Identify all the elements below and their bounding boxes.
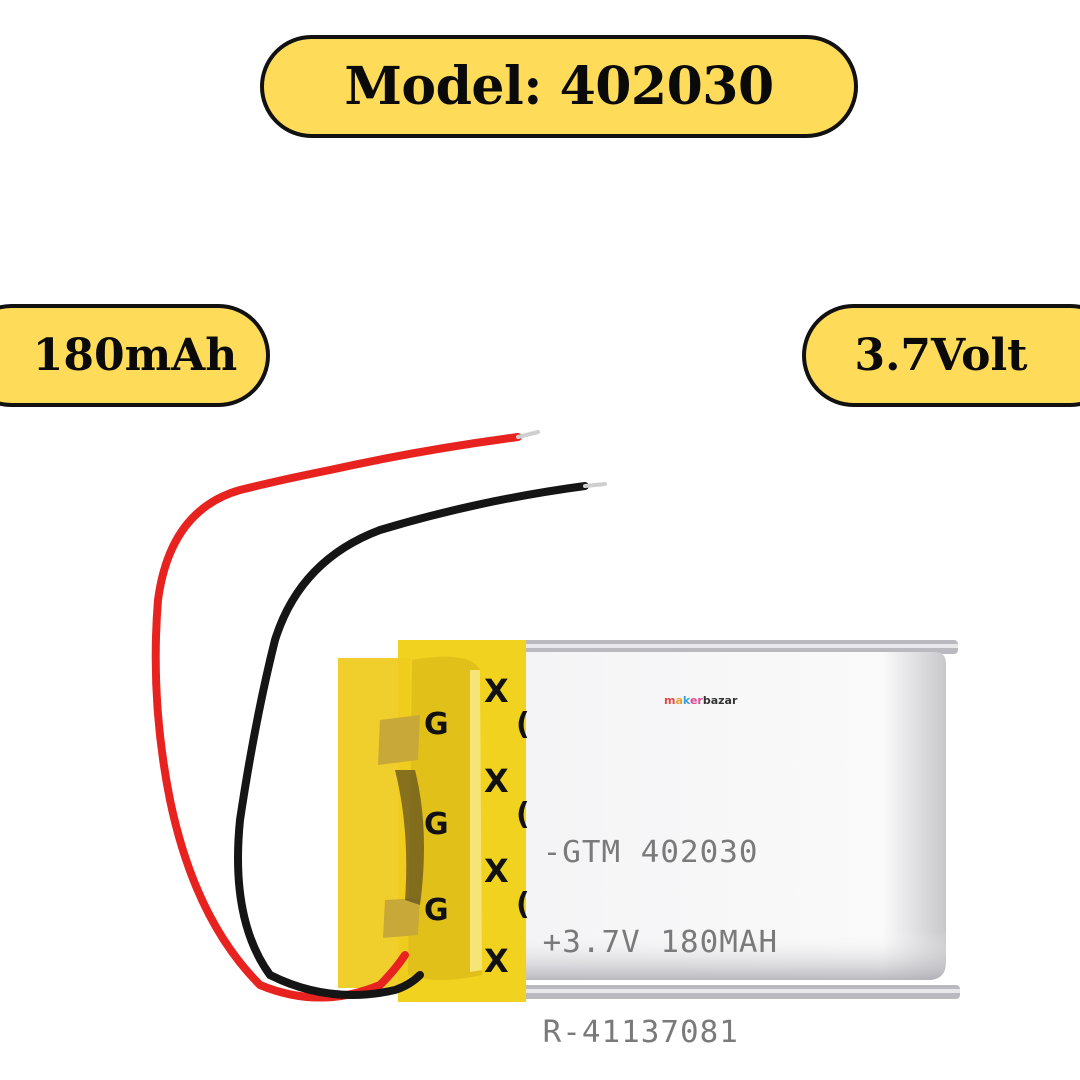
wires (151, 430, 607, 1002)
svg-text:(: ( (516, 797, 530, 832)
battery-body (520, 640, 960, 999)
print-line-serial: R-41137081 (542, 1015, 739, 1050)
svg-text:X: X (484, 672, 509, 710)
capacity-text: 180mAh (32, 330, 238, 381)
print-line-spec: +3.7V 180MAH (542, 925, 779, 960)
svg-text:G: G (424, 707, 449, 742)
print-line-model: -GTM 402030 (542, 835, 759, 870)
svg-text:(: ( (516, 707, 530, 742)
voltage-label: 3.7Volt (802, 304, 1080, 407)
watermark-part: m (664, 694, 676, 707)
svg-text:X: X (484, 942, 509, 980)
kapton-tape: X X X X G G G ( ( ( (338, 640, 530, 1002)
svg-text:G: G (424, 807, 449, 842)
watermark-part: k (682, 694, 690, 707)
brand-watermark: makerbazar (664, 694, 737, 707)
capacity-label: 180mAh (0, 304, 270, 407)
svg-text:G: G (424, 893, 449, 928)
battery-print-text: -GTM 402030 +3.7V 180MAH R-41137081 (543, 778, 779, 1078)
watermark-rest: bazar (702, 694, 738, 707)
watermark-part: a (675, 694, 683, 707)
model-text: Model: 402030 (344, 56, 774, 117)
svg-text:X: X (484, 762, 509, 800)
model-label: Model: 402030 (260, 35, 858, 138)
watermark-part: er (689, 694, 703, 707)
svg-text:(: ( (516, 887, 530, 922)
voltage-text: 3.7Volt (854, 330, 1028, 381)
svg-text:X: X (484, 852, 509, 890)
